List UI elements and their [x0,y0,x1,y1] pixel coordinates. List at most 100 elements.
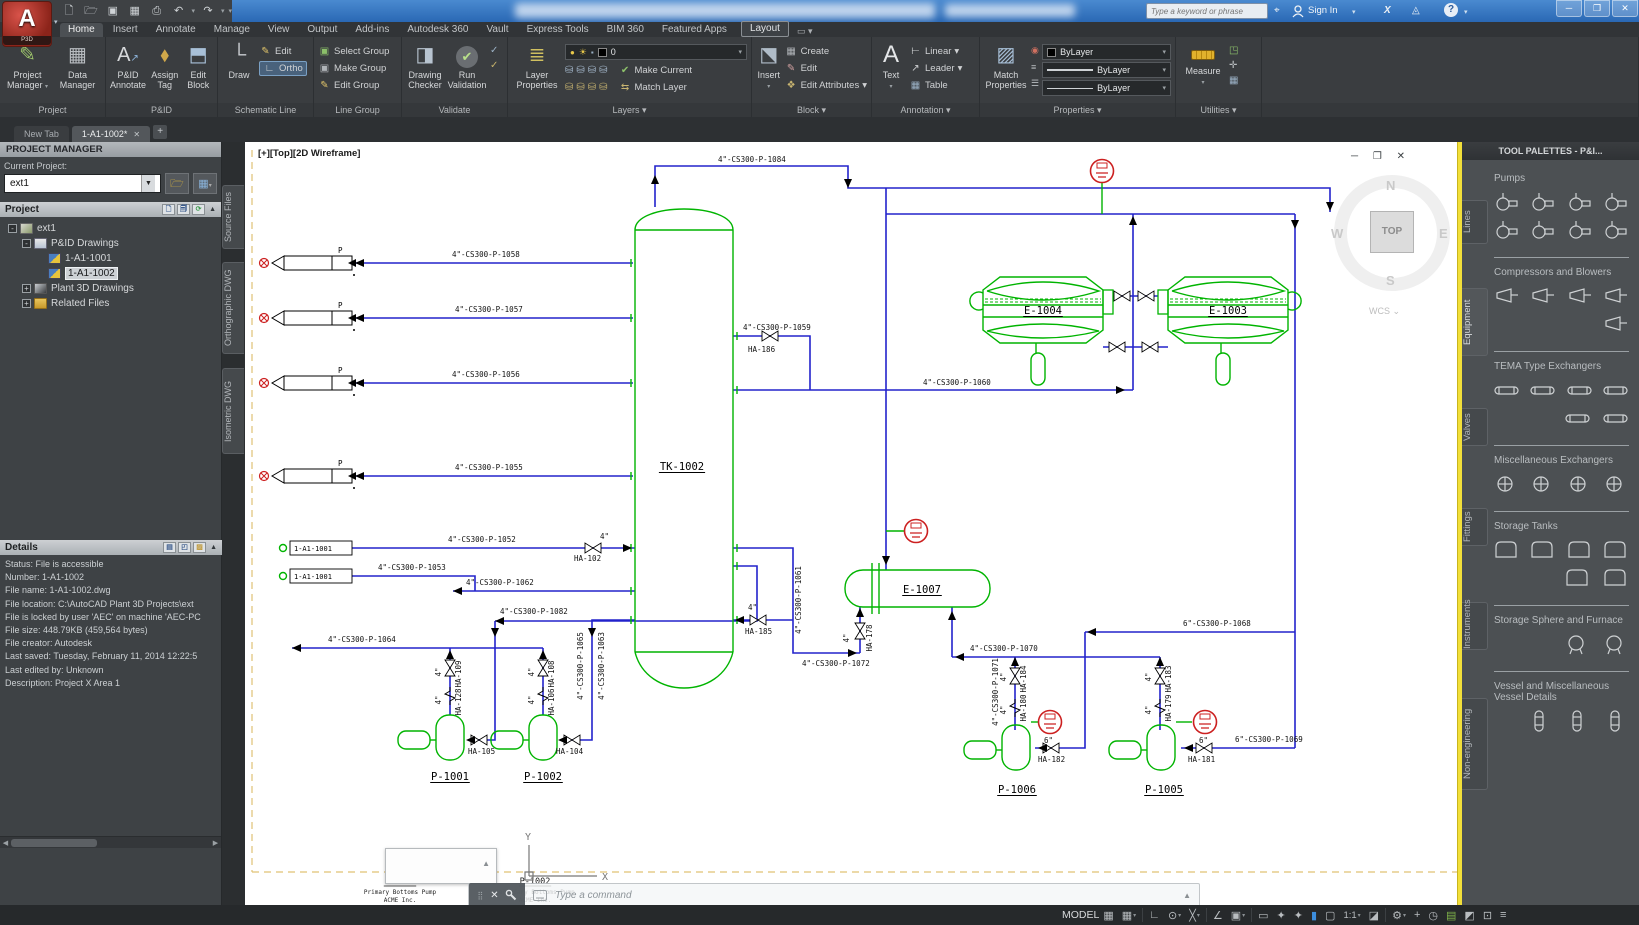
compressor-tool-icon[interactable] [1530,285,1556,307]
valve[interactable] [854,622,866,640]
side-tab-orthographic-dwg[interactable]: Orthographic DWG [222,262,244,354]
equipment-tag-label[interactable]: P-1006 [998,784,1036,796]
ortho-button[interactable]: ∟Ortho [259,61,307,76]
exchanger-tool-icon[interactable] [1494,379,1520,401]
panel-label-validate[interactable]: Validate [402,103,507,117]
pump-tool-icon[interactable] [1530,191,1556,213]
panel-label-schematic-line[interactable]: Schematic Line [218,103,313,117]
pump-tool-icon[interactable] [1567,191,1593,213]
p-1001-pump-body[interactable] [435,714,465,761]
command-prompt-placeholder[interactable]: Type a command [555,889,632,901]
valve[interactable] [1009,667,1021,685]
p-1002-pump-body[interactable] [528,714,558,761]
snap-icon[interactable]: ▦▾ [1121,909,1137,922]
create-block-button[interactable]: ▦Create [786,45,830,58]
p-1006-pump-motor[interactable] [963,740,997,760]
panel-label-line-group[interactable]: Line Group [314,103,401,117]
details-header[interactable]: Details ▤ ◰ ▨ ▲ [0,540,222,555]
ribbon-tab-manage[interactable]: Manage [213,24,250,35]
viewcube-wcs-dropdown[interactable]: WCS ⌄ [1369,306,1401,316]
pump-tool-icon[interactable] [1530,219,1556,241]
scroll-left-icon[interactable]: ◀ [2,839,9,847]
project-collapse-icon[interactable]: ▲ [209,206,216,213]
tree-row-plant-3d-drawings[interactable]: +Plant 3D Drawings [0,281,221,296]
viewcube-north[interactable]: N [1386,178,1396,193]
osnap-3d-icon[interactable]: ▣▾ [1230,909,1246,922]
schematic-edit-button[interactable]: ✎Edit [259,44,307,59]
e-1004-left-nozzle[interactable] [969,291,984,311]
customize-wrench-icon[interactable] [505,889,517,901]
pump-tool-icon[interactable] [1567,219,1593,241]
scroll-right-icon[interactable]: ▶ [212,839,219,847]
vessel-tool-icon[interactable] [1603,710,1629,732]
e-1003-cooler[interactable] [1167,276,1289,344]
make-group-button[interactable]: ▣Make Group [319,62,387,75]
status-menu-icon[interactable]: ≡ [1500,909,1507,921]
sign-in-button[interactable]: Sign In [1308,5,1338,16]
vessel-tool-icon[interactable] [1527,710,1553,732]
exchanger-tool-icon[interactable] [1603,407,1629,429]
ribbon-tab-view[interactable]: View [267,24,290,35]
e-1004-cooler-fan-top[interactable] [986,281,1102,301]
lineweight-icon[interactable]: ≡ [1031,62,1037,72]
expand-icon[interactable]: + [22,284,31,293]
e-1004-cooler-bands[interactable] [983,304,1103,318]
drawing-window-buttons[interactable]: ─ ❐ ✕ [1351,151,1411,162]
left-palette-scrollbar[interactable]: ◀ ▶ [0,836,221,848]
search-input[interactable] [1146,3,1268,19]
copy-drawing-icon[interactable]: 🗐 [177,204,191,215]
tree-row-1-a1-1002[interactable]: 1-A1-1002 [0,266,221,281]
e-1003-right-nozzle[interactable] [1287,291,1302,311]
details-view-icon[interactable]: ▤ [163,542,177,553]
edit-block-small-button[interactable]: ✎Edit [785,61,867,76]
valve[interactable] [563,734,581,746]
model-space-button[interactable]: MODEL [1062,909,1100,921]
annotation-scale[interactable]: 1:1▾ [1343,909,1361,921]
p-1005-pump-motor[interactable] [1108,740,1142,760]
polar-icon[interactable]: ⊙▾ [1167,909,1182,922]
drawing-tag-box[interactable] [289,568,353,584]
e-1007-vessel[interactable] [844,569,991,608]
select-group-button[interactable]: ▣Select Group [319,45,390,58]
redo-dropdown-icon[interactable]: ▾ [220,8,225,15]
palette-tab-equipment[interactable]: Equipment [1462,288,1488,356]
viewcube-east[interactable]: E [1439,226,1448,241]
p-1005-pump-body[interactable] [1146,724,1176,771]
drawing-tag-box[interactable] [289,540,353,556]
annotation-visibility-icon[interactable]: ✦ [1276,909,1286,922]
p-1001-pump-motor[interactable] [397,730,431,750]
ribbon-tab-add-ins[interactable]: Add-ins [355,24,390,35]
help-dropdown-icon[interactable]: ▾ [1464,9,1468,16]
equipment-tag-label[interactable]: P-1002 [524,771,562,783]
validate-settings-icon[interactable]: ✓ [490,45,499,56]
qat-customize-icon[interactable]: ▾ [228,8,232,15]
instrument-bubble[interactable] [1037,709,1063,735]
ribbon-tab-featured-apps[interactable]: Featured Apps [661,24,727,35]
e-1003-cooler-bands[interactable] [1168,304,1288,318]
details-preview-icon[interactable]: ◰ [178,542,192,553]
window-restore-button[interactable]: ❐ [1584,0,1610,17]
offpage-connector-flag[interactable] [271,375,353,391]
file-tab-active[interactable]: 1-A1-1002* ✕ [71,126,151,142]
osnap-icon[interactable]: ∠ [1212,909,1223,922]
ribbon-tab-autodesk-360[interactable]: Autodesk 360 [407,24,469,35]
valve[interactable] [1137,290,1155,302]
tk-1002-column[interactable] [634,208,734,689]
palette-tab-fittings[interactable]: Fittings [1462,508,1488,546]
palette-tab-instruments[interactable]: Instruments [1462,599,1488,650]
annotation-monitor-icon[interactable]: ◪ [1368,909,1380,922]
side-tab-isometric-dwg[interactable]: Isometric DWG [222,368,244,454]
pump-tool-icon[interactable] [1494,219,1520,241]
linetype-combo[interactable]: ByLayer▾ [1042,80,1171,96]
e-1003-cooler-fan-top[interactable] [1171,281,1287,301]
leader-button[interactable]: ↗Leader ▾ [909,61,962,76]
palette-tab-non-engineering[interactable]: Non-engineering [1462,698,1488,790]
command-line-grip[interactable]: ⣿ ✕ [469,883,525,905]
